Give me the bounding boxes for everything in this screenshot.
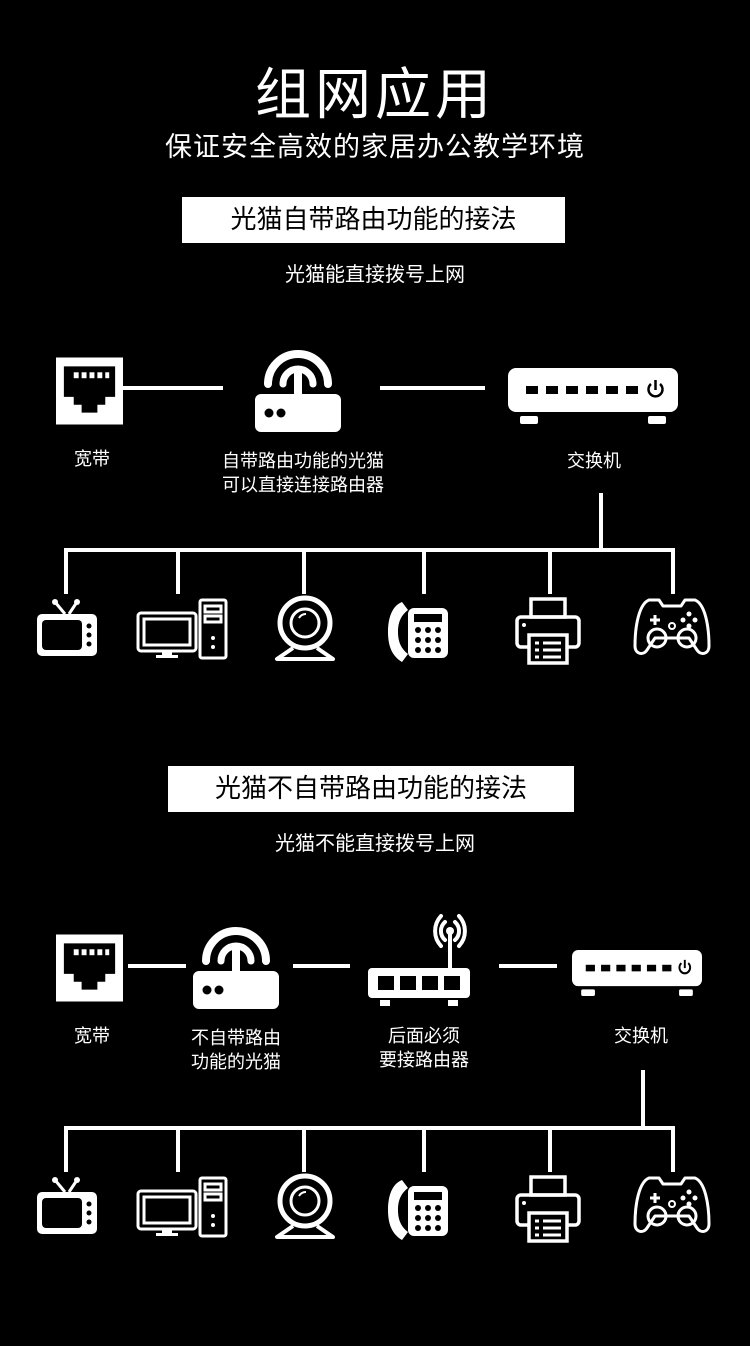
tree-bus-line bbox=[64, 1126, 675, 1130]
router-label-line1: 后面必须 bbox=[388, 1026, 460, 1047]
switch-label: 交换机 bbox=[567, 451, 621, 472]
tree-drop-line bbox=[422, 1126, 426, 1172]
broadband-port-icon bbox=[56, 934, 123, 1002]
telephone-icon bbox=[388, 598, 450, 664]
tree-drop-line bbox=[302, 1126, 306, 1172]
tree-drop-line bbox=[671, 1126, 675, 1172]
switch-icon bbox=[508, 368, 678, 424]
connection-line bbox=[123, 386, 223, 390]
webcam-icon bbox=[273, 595, 337, 663]
modem-router-icon bbox=[255, 348, 341, 432]
tree-bus-line bbox=[64, 548, 675, 552]
tree-drop-line bbox=[671, 548, 675, 594]
modem-icon bbox=[193, 925, 279, 1009]
section1-note: 光猫能直接拨号上网 bbox=[285, 262, 465, 286]
gamepad-icon bbox=[633, 596, 711, 658]
router-label-line2: 要接路由器 bbox=[379, 1050, 469, 1071]
modem-label-line2: 可以直接连接路由器 bbox=[222, 475, 384, 496]
modem-label-line1: 自带路由功能的光猫 bbox=[222, 451, 384, 472]
tv-icon bbox=[37, 598, 97, 658]
wifi-router-icon bbox=[368, 912, 470, 1006]
printer-icon bbox=[515, 1175, 581, 1243]
desktop-computer-icon bbox=[136, 598, 228, 660]
tree-drop-line bbox=[64, 1126, 68, 1172]
switch-label: 交换机 bbox=[614, 1026, 668, 1047]
section2-heading: 光猫不自带路由功能的接法 bbox=[168, 766, 574, 812]
tree-drop-line bbox=[176, 548, 180, 594]
tree-drop-line bbox=[548, 1126, 552, 1172]
switch-icon bbox=[572, 950, 702, 996]
section2-note: 光猫不能直接拨号上网 bbox=[275, 831, 475, 855]
tree-drop-line bbox=[302, 548, 306, 594]
desktop-computer-icon bbox=[136, 1176, 228, 1238]
printer-icon bbox=[515, 597, 581, 665]
tree-trunk-line bbox=[599, 493, 603, 551]
gamepad-icon bbox=[633, 1174, 711, 1236]
connection-line bbox=[128, 964, 186, 968]
tree-drop-line bbox=[64, 548, 68, 594]
tv-icon bbox=[37, 1176, 97, 1236]
webcam-icon bbox=[273, 1173, 337, 1241]
broadband-label: 宽带 bbox=[74, 1026, 110, 1047]
broadband-port-icon bbox=[56, 357, 123, 425]
tree-drop-line bbox=[548, 548, 552, 594]
section1-heading: 光猫自带路由功能的接法 bbox=[182, 197, 565, 243]
modem-label-line1: 不自带路由 bbox=[191, 1028, 281, 1049]
connection-line bbox=[499, 964, 557, 968]
tree-drop-line bbox=[422, 548, 426, 594]
connection-line bbox=[293, 964, 350, 968]
page-title: 组网应用 bbox=[255, 63, 495, 128]
connection-line bbox=[380, 386, 485, 390]
broadband-label: 宽带 bbox=[74, 449, 110, 470]
modem-label-line2: 功能的光猫 bbox=[191, 1052, 281, 1073]
tree-drop-line bbox=[176, 1126, 180, 1172]
page-subtitle: 保证安全高效的家居办公教学环境 bbox=[165, 132, 585, 163]
tree-trunk-line bbox=[641, 1070, 645, 1130]
telephone-icon bbox=[388, 1176, 450, 1242]
